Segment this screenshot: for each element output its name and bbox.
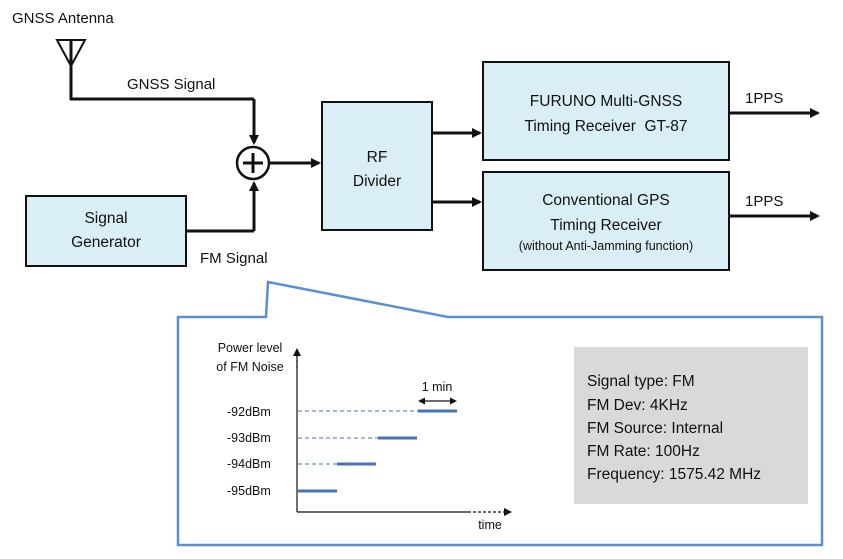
conventional-receiver-line-1: Conventional GPS xyxy=(542,192,670,209)
conventional-receiver-note: (without Anti-Jamming function) xyxy=(519,239,693,253)
inset-y-label-line-2: of FM Noise xyxy=(216,360,283,374)
signal-info-box xyxy=(574,347,808,504)
inset-x-label: time xyxy=(478,518,502,532)
interval-label: 1 min xyxy=(422,380,453,394)
pps-output-bottom-label: 1PPS xyxy=(745,193,783,210)
signal-info-rate: FM Rate: 100Hz xyxy=(587,443,700,460)
level-label-93: -93dBm xyxy=(227,431,271,445)
antenna-label: GNSS Antenna xyxy=(12,10,114,27)
signal-generator-line-2: Generator xyxy=(71,234,141,251)
signal-info-source: FM Source: Internal xyxy=(587,420,723,437)
rf-divider-line-2: Divider xyxy=(353,173,401,190)
furuno-receiver-line-1: FURUNO Multi-GNSS xyxy=(530,93,682,110)
level-label-94: -94dBm xyxy=(227,457,271,471)
pps-output-top-label: 1PPS xyxy=(745,90,783,107)
fm-signal-label: FM Signal xyxy=(200,250,268,267)
furuno-receiver-line-2: Timing Receiver GT-87 xyxy=(524,118,687,135)
level-label-95: -95dBm xyxy=(227,484,271,498)
signal-generator-box xyxy=(25,195,187,267)
level-label-92: -92dBm xyxy=(227,405,271,419)
interval-marker xyxy=(418,397,457,405)
rf-divider-box xyxy=(321,101,433,231)
conventional-receiver-line-2: Timing Receiver xyxy=(550,217,661,234)
signal-info-type: Signal type: FM xyxy=(587,373,695,390)
signal-info-dev: FM Dev: 4KHz xyxy=(587,397,688,414)
rf-divider-line-1: RF xyxy=(367,149,388,166)
conventional-receiver-box xyxy=(482,171,730,271)
gnss-signal-label: GNSS Signal xyxy=(127,76,215,93)
combiner-icon xyxy=(235,145,271,181)
signal-info-frequency: Frequency: 1575.42 MHz xyxy=(587,466,761,483)
furuno-receiver-box xyxy=(482,61,730,161)
inset-y-label-line-1: Power level xyxy=(218,341,283,355)
signal-generator-line-1: Signal xyxy=(84,210,127,227)
antenna-icon xyxy=(55,39,87,100)
